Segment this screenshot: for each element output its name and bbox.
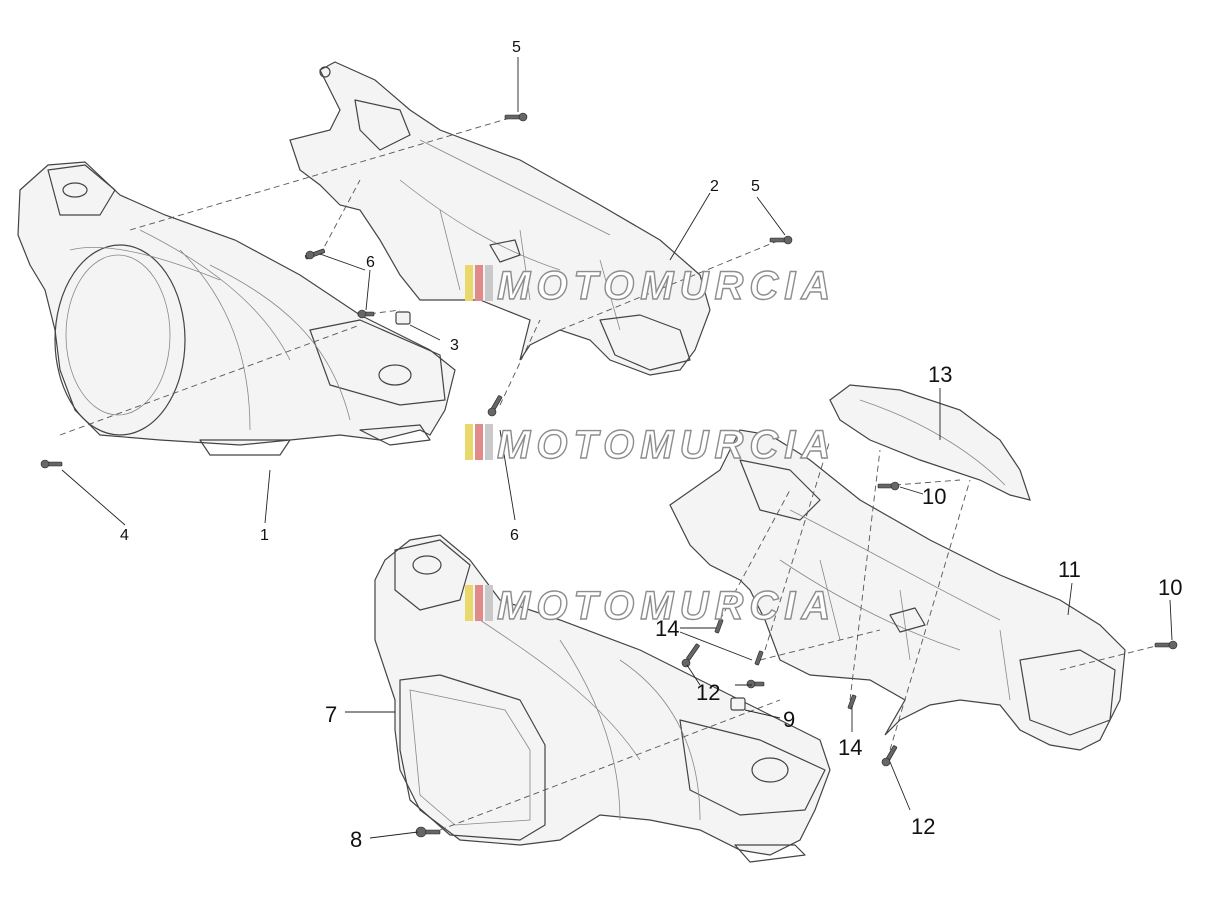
callout-14-left: 14 xyxy=(655,616,679,641)
rear-handlebar-cover-11 xyxy=(669,429,1126,751)
callout-1: 1 xyxy=(260,527,269,544)
screw-8 xyxy=(415,826,441,838)
screw-10-right xyxy=(1154,640,1178,650)
watermark-stripe xyxy=(475,265,483,301)
callout-12-left: 12 xyxy=(696,680,720,705)
callout-6-lower: 6 xyxy=(510,527,519,544)
screw-6-a xyxy=(304,248,326,260)
watermark-bottom: MOTOMURCIA xyxy=(465,583,836,629)
screw-12-c xyxy=(881,745,898,767)
leader-lines xyxy=(61,57,1173,839)
watermark-stripe xyxy=(485,424,493,460)
callout-labels: 1 2 3 4 5 5 6 6 7 8 9 10 10 11 12 12 13 … xyxy=(120,39,1182,852)
callout-3: 3 xyxy=(450,337,459,354)
watermark-stripe xyxy=(485,585,493,621)
watermark-stripe xyxy=(465,265,473,301)
screw-6-b xyxy=(357,309,375,319)
callout-10-right: 10 xyxy=(1158,575,1182,600)
screw-10-upper xyxy=(877,481,900,491)
screw-14-a xyxy=(714,618,724,634)
watermark-text: MOTOMURCIA xyxy=(497,423,836,467)
callout-6-upper: 6 xyxy=(366,254,375,271)
front-handlebar-cover-1 xyxy=(17,161,456,456)
watermark-stripe xyxy=(465,585,473,621)
callout-5-right: 5 xyxy=(751,178,760,195)
fasteners xyxy=(40,112,1178,838)
watermark-stripe xyxy=(485,265,493,301)
watermark-stripe xyxy=(465,424,473,460)
watermark-text: MOTOMURCIA xyxy=(497,584,836,628)
callout-9: 9 xyxy=(783,707,795,732)
callout-14-right: 14 xyxy=(838,735,862,760)
watermark-stripe xyxy=(475,424,483,460)
screw-5-upper xyxy=(504,112,528,122)
callout-8: 8 xyxy=(350,827,362,852)
cover-cap-13 xyxy=(829,384,1031,501)
screw-12-a xyxy=(681,643,700,668)
callout-12-right: 12 xyxy=(911,814,935,839)
callout-10-upper: 10 xyxy=(922,484,946,509)
watermark-stripe xyxy=(475,585,483,621)
callout-11: 11 xyxy=(1058,557,1081,582)
callout-13: 13 xyxy=(928,362,952,387)
clip-9 xyxy=(730,697,746,711)
screw-5-right xyxy=(769,235,793,245)
clip-3 xyxy=(395,311,411,325)
callout-7: 7 xyxy=(325,702,337,727)
assembly-lines xyxy=(59,114,1161,831)
screw-6-c xyxy=(487,395,503,417)
screw-14-b xyxy=(754,650,764,666)
screw-14-c xyxy=(847,694,857,710)
screw-4 xyxy=(40,459,63,469)
watermark-text: MOTOMURCIA xyxy=(497,264,836,308)
screw-12-b xyxy=(746,679,765,689)
callout-4: 4 xyxy=(120,527,129,544)
watermark-top: MOTOMURCIA xyxy=(465,263,836,309)
watermark-middle: MOTOMURCIA xyxy=(465,422,836,468)
callout-5-upper: 5 xyxy=(512,39,521,56)
callout-2: 2 xyxy=(710,178,719,195)
